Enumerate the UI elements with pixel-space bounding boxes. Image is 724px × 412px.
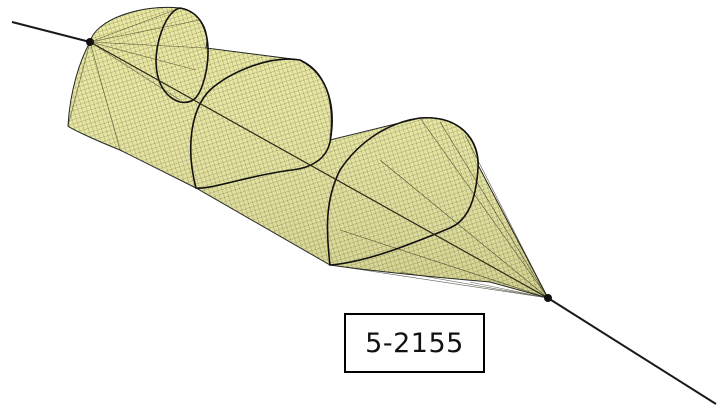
right-rope	[547, 297, 717, 405]
hoop-1	[155, 7, 209, 104]
net-spine	[89, 41, 549, 299]
left-rope	[11, 21, 91, 43]
left-knot	[86, 38, 94, 46]
figure-label-text: 5-2155	[365, 327, 464, 359]
net-shading	[68, 7, 548, 298]
figure-label: 5-2155	[344, 313, 485, 373]
left-cone-lines	[67, 7, 207, 151]
right-knot	[544, 294, 552, 302]
hoop-3	[326, 117, 479, 266]
hoop-2	[189, 58, 333, 189]
